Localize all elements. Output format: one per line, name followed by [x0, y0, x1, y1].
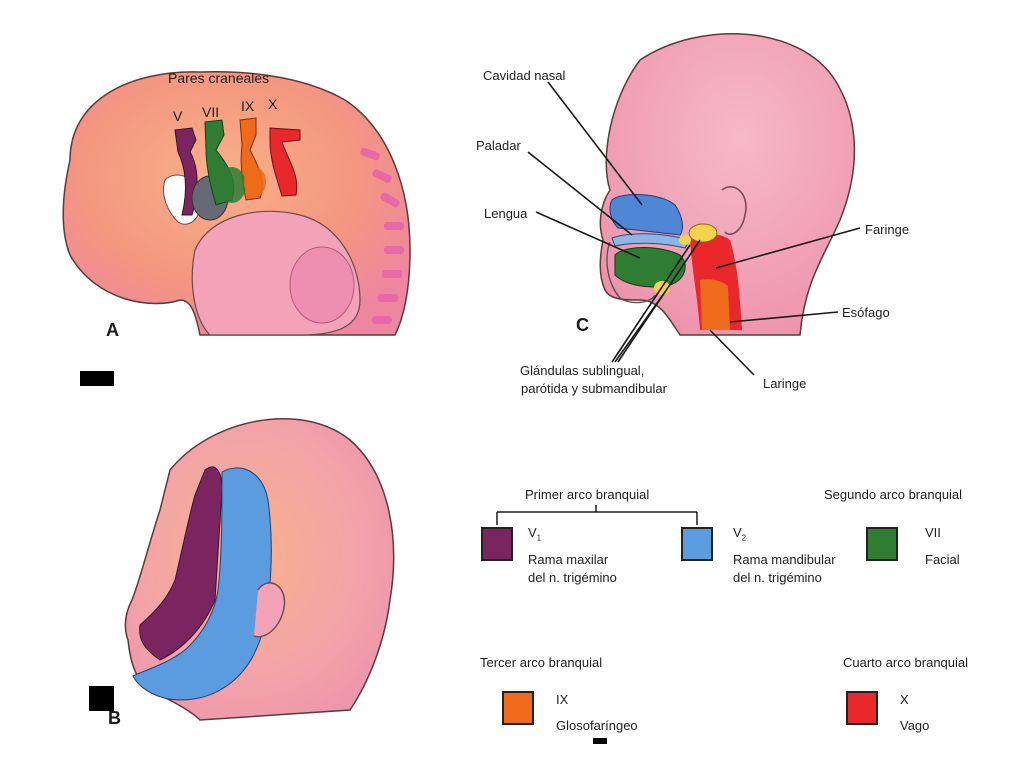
- swatch-x: [846, 691, 878, 725]
- redaction-mark-b: [89, 686, 114, 711]
- label-cavidad-nasal: Cavidad nasal: [483, 68, 566, 83]
- legend-v1-line2: del n. trigémino: [528, 570, 617, 585]
- legend-primer-arco: Primer arco branquial: [525, 487, 650, 502]
- legend-vii-line1: Facial: [925, 552, 960, 567]
- swatch-vii: [866, 527, 898, 561]
- sagittal-head-drawing: [527, 33, 861, 376]
- panel-a-letter: A: [106, 320, 119, 340]
- legend-vii-code: VII: [925, 525, 941, 540]
- legend-v1-line1: Rama maxilar: [528, 552, 609, 567]
- nerve-label-v: V: [173, 108, 183, 124]
- legend-ix-code: IX: [556, 692, 569, 707]
- legend-ix-line1: Glosofaríngeo: [556, 718, 638, 733]
- label-lengua: Lengua: [484, 206, 528, 221]
- first-arch-bracket: [496, 505, 698, 525]
- panel-c-letter: C: [576, 315, 589, 335]
- label-paladar: Paladar: [476, 138, 521, 153]
- legend-v1-code: V1: [528, 525, 542, 543]
- legend-segundo-arco: Segundo arco branquial: [824, 487, 963, 502]
- label-faringe: Faringe: [865, 222, 910, 237]
- label-glandulas-1: Glándulas sublingual,: [520, 363, 645, 378]
- legend-v2-line1: Rama mandibular: [733, 552, 836, 567]
- nerve-label-ix: IX: [241, 98, 255, 114]
- legend-tercer-arco: Tercer arco branquial: [480, 655, 603, 670]
- face-dermatome-drawing: [124, 418, 395, 721]
- panel-b-letter: B: [108, 708, 121, 728]
- swatch-ix: [502, 691, 534, 725]
- swatch-v2: [681, 527, 713, 561]
- legend-x-line1: Vago: [900, 718, 930, 733]
- pares-craneales-title: Pares craneales: [168, 70, 270, 86]
- nerve-label-vii: VII: [202, 104, 220, 120]
- legend-x-code: X: [900, 692, 909, 707]
- embryo-drawing: [62, 71, 411, 336]
- swatch-v1: [481, 527, 513, 561]
- legend-cuarto-arco: Cuarto arco branquial: [843, 655, 969, 670]
- small-mark: [593, 738, 607, 744]
- label-glandulas-2: parótida y submandibular: [521, 381, 667, 396]
- legend-v2-line2: del n. trigémino: [733, 570, 822, 585]
- label-esofago: Esófago: [842, 305, 890, 320]
- nerve-label-x: X: [268, 96, 278, 112]
- redaction-mark: [80, 371, 114, 386]
- legend-v2-code: V2: [733, 525, 747, 543]
- label-laringe: Laringe: [763, 376, 807, 391]
